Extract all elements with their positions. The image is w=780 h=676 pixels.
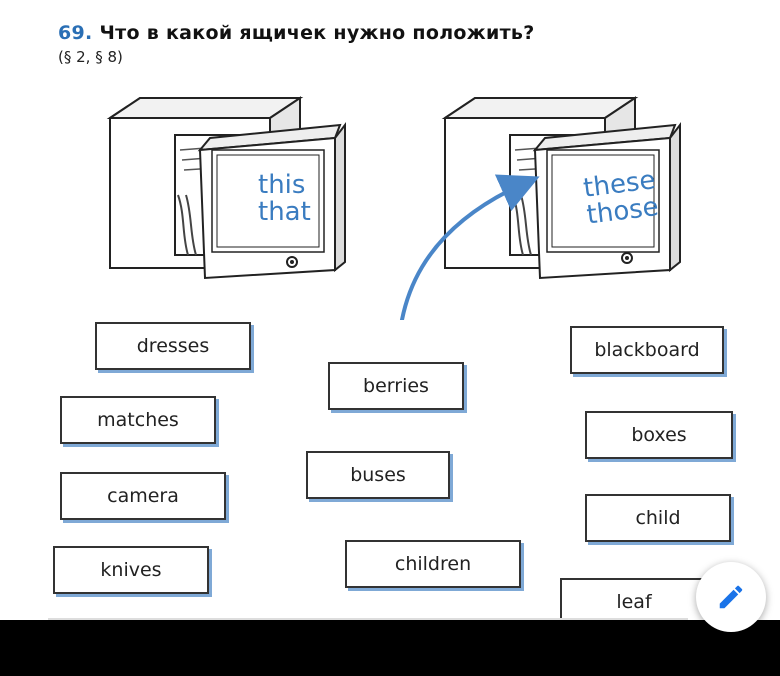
word-card-berries[interactable]: berries bbox=[328, 362, 464, 410]
page-edge bbox=[48, 618, 688, 620]
drawer-left-line1: this bbox=[258, 170, 306, 200]
exercise-question: Что в какой ящичек нужно положить? bbox=[99, 22, 535, 44]
example-arrow bbox=[399, 174, 540, 320]
word-card-matches[interactable]: matches bbox=[60, 396, 216, 444]
word-card-boxes[interactable]: boxes bbox=[585, 411, 733, 459]
grammar-references: (§ 2, § 8) bbox=[58, 48, 123, 66]
drawer-label-left: this that bbox=[258, 172, 311, 226]
edit-button[interactable] bbox=[696, 562, 766, 632]
exercise-number: 69. bbox=[58, 22, 93, 44]
word-card-dresses[interactable]: dresses bbox=[95, 322, 251, 370]
right-cabinet bbox=[441, 96, 681, 280]
exercise-title: 69. Что в какой ящичек нужно положить? bbox=[58, 22, 535, 44]
word-card-buses[interactable]: buses bbox=[306, 451, 450, 499]
word-card-camera[interactable]: camera bbox=[60, 472, 226, 520]
word-card-child[interactable]: child bbox=[585, 494, 731, 542]
drawer-label-right: these those bbox=[582, 165, 661, 230]
word-card-knives[interactable]: knives bbox=[53, 546, 209, 594]
word-card-leaf[interactable]: leaf bbox=[560, 578, 708, 620]
word-card-blackboard[interactable]: blackboard bbox=[570, 326, 724, 374]
bottom-bar bbox=[0, 620, 780, 676]
drawer-left-line2: that bbox=[258, 197, 311, 227]
word-card-children[interactable]: children bbox=[345, 540, 521, 588]
textbook-page: 69. Что в какой ящичек нужно положить? (… bbox=[0, 0, 780, 620]
drawers-illustration bbox=[106, 96, 681, 320]
pencil-icon bbox=[719, 585, 743, 609]
left-cabinet bbox=[106, 96, 346, 280]
